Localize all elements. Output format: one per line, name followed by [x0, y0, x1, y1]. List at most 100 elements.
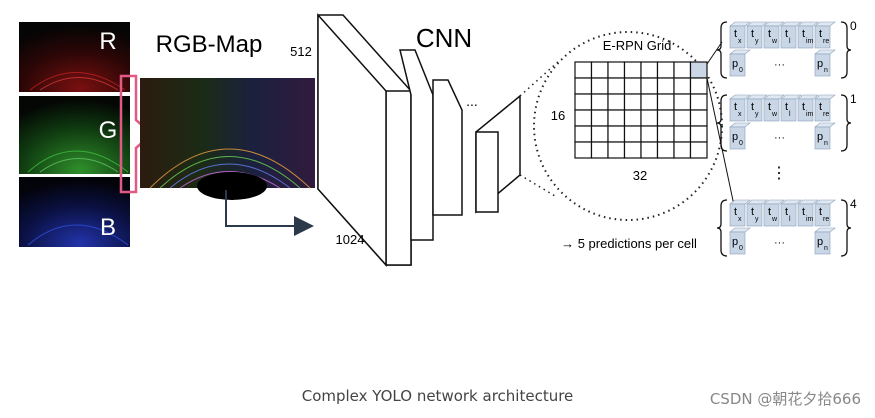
- param-symbol: t: [802, 28, 805, 40]
- param-subscript: x: [738, 38, 742, 45]
- grid-cell: [623, 141, 642, 159]
- param-subscript: im: [806, 111, 814, 118]
- param-cell: [746, 25, 763, 49]
- cell-link-top: [706, 41, 723, 65]
- param-symbol: t: [734, 101, 737, 113]
- grid-title: E-RPN Grid: [603, 38, 672, 53]
- param-cell: [763, 25, 780, 49]
- param-cell: [797, 25, 814, 49]
- grid-cell: [574, 125, 593, 143]
- figure-caption: Complex YOLO network architecture: [301, 387, 574, 405]
- class-symbol: p: [732, 58, 738, 70]
- grid-cell: [607, 61, 626, 79]
- class-cell-last: [814, 126, 831, 150]
- class-cell-first: [729, 53, 746, 77]
- param-cell: [814, 25, 831, 49]
- zoom-line-top: [519, 59, 561, 97]
- class-subscript: n: [824, 67, 828, 74]
- param-cell: [814, 203, 831, 227]
- param-subscript: x: [738, 111, 742, 118]
- zoom-circle: [533, 31, 723, 221]
- class-ellipsis: ···: [774, 237, 785, 249]
- param-cell: [797, 203, 814, 227]
- grid-cell: [673, 61, 692, 79]
- grid-cell: [590, 61, 609, 79]
- grid-cell: [590, 93, 609, 111]
- cnn-title: CNN: [416, 23, 472, 53]
- grid-cell: [673, 93, 692, 111]
- watermark: CSDN @朝花夕拾666: [709, 390, 861, 408]
- grid-cell: [689, 125, 708, 143]
- vector-index: 1: [850, 92, 857, 106]
- grid-cell: [656, 93, 675, 111]
- param-cell: [780, 98, 797, 122]
- param-cell: [814, 98, 831, 122]
- grid-cell: [673, 125, 692, 143]
- channel-b-label: B: [100, 214, 116, 241]
- channel-r-image: R: [19, 22, 130, 92]
- brace-right: [840, 21, 852, 79]
- param-subscript: x: [738, 216, 742, 223]
- param-symbol: t: [785, 28, 788, 40]
- grid-cell: [607, 125, 626, 143]
- input-arrow: [225, 190, 314, 236]
- grid-cell: [590, 141, 609, 159]
- param-symbol: t: [734, 206, 737, 218]
- param-subscript: w: [771, 38, 778, 45]
- grid-cell: [574, 93, 593, 111]
- class-subscript: n: [824, 140, 828, 147]
- grid-cell: [656, 61, 675, 79]
- cnn-dim-height: 512: [290, 44, 312, 59]
- e-rpn-grid: [574, 61, 708, 159]
- brace-right: [840, 199, 852, 257]
- grid-cell: [623, 125, 642, 143]
- grid-cell: [640, 93, 659, 111]
- brace-left: [716, 94, 728, 152]
- grid-cell: [590, 109, 609, 127]
- diagram-canvas: R G B RGB-Map CNN 512 1024 ...: [19, 13, 857, 267]
- param-cell: [746, 203, 763, 227]
- param-cell: [746, 98, 763, 122]
- brace-right: [840, 94, 852, 152]
- param-subscript: y: [755, 38, 759, 45]
- rgb-map-title: RGB-Map: [156, 31, 263, 58]
- class-subscript: 0: [739, 245, 743, 252]
- grid-cell: [689, 93, 708, 111]
- grid-rows-label: 16: [551, 108, 565, 123]
- grid-cell: [590, 77, 609, 95]
- grid-cell: [607, 93, 626, 111]
- param-cell: [729, 98, 746, 122]
- class-ellipsis: ···: [774, 132, 785, 144]
- grid-cell: [673, 77, 692, 95]
- grid-cell: [623, 109, 642, 127]
- param-symbol: t: [751, 28, 754, 40]
- class-subscript: n: [824, 245, 828, 252]
- grid-cell-highlighted: [689, 61, 708, 79]
- param-subscript: w: [771, 111, 778, 118]
- param-subscript: l: [789, 38, 791, 45]
- param-subscript: w: [771, 216, 778, 223]
- param-cell: [763, 98, 780, 122]
- grid-cell: [640, 141, 659, 159]
- param-subscript: im: [806, 216, 814, 223]
- class-symbol: p: [817, 236, 823, 248]
- grid-cell: [607, 141, 626, 159]
- grid-cell: [574, 77, 593, 95]
- grid-cell: [640, 61, 659, 79]
- cnn-block: [317, 13, 521, 267]
- class-subscript: 0: [739, 140, 743, 147]
- grid-cell: [656, 77, 675, 95]
- channel-g-image: G: [19, 96, 130, 174]
- param-subscript: y: [755, 216, 759, 223]
- grid-cell: [623, 61, 642, 79]
- grid-cell: [656, 125, 675, 143]
- class-symbol: p: [732, 236, 738, 248]
- grid-cell: [689, 77, 708, 95]
- param-cell: [780, 203, 797, 227]
- param-subscript: im: [806, 38, 814, 45]
- grid-cell: [574, 109, 593, 127]
